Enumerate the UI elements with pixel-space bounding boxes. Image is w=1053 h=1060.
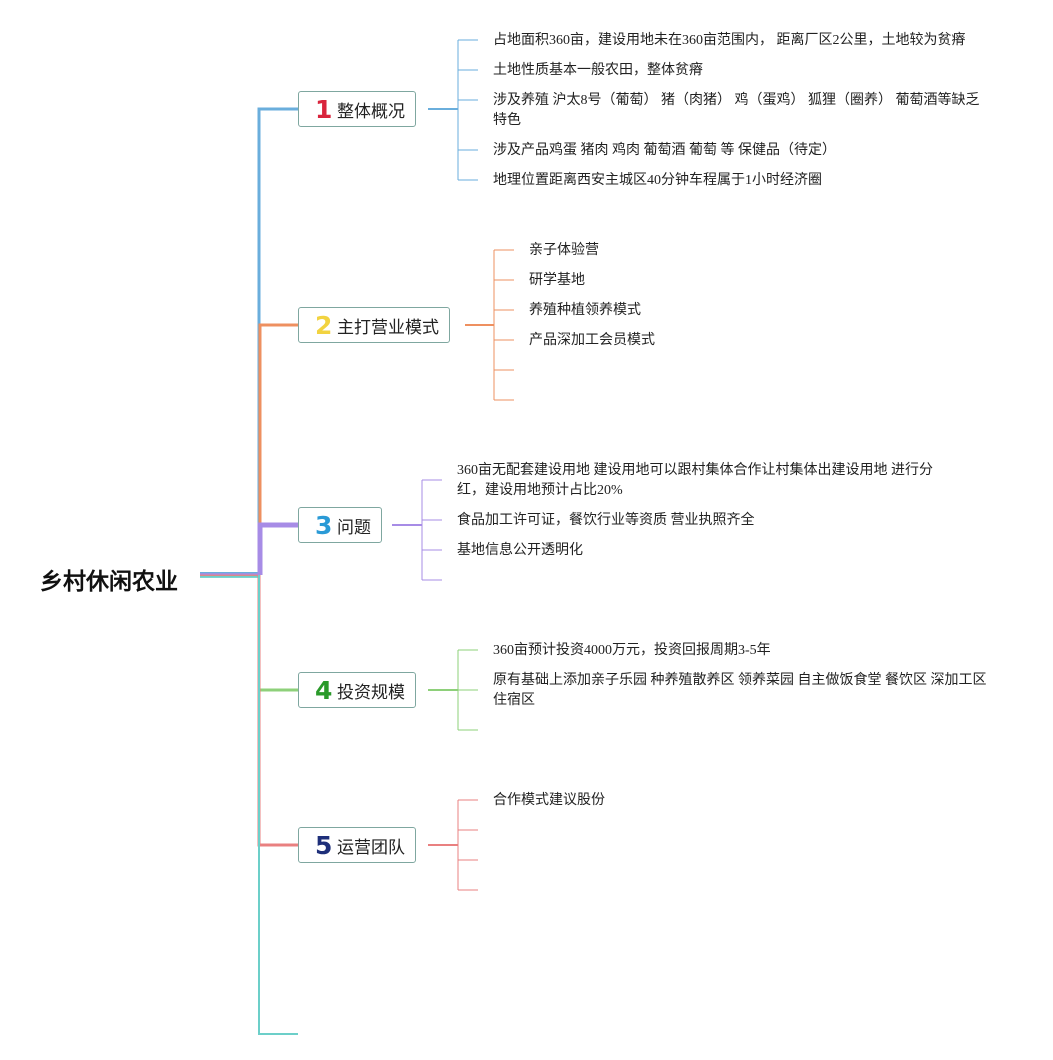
branch-label: 主打营业模式 xyxy=(337,317,439,338)
leaf-item[interactable]: 原有基础上添加亲子乐园 种养殖散养区 领养菜园 自主做饭食堂 餐饮区 深加工区住… xyxy=(493,673,987,708)
trunk-line-5 xyxy=(257,575,298,847)
leaf-item[interactable]: 涉及养殖 沪太8号（葡萄） 猪（肉猪） 鸡（蛋鸡） 狐狸（圈养） 葡萄酒等缺乏特… xyxy=(493,93,980,128)
leaf-item[interactable]: 地理位置距离西安主城区40分钟车程属于1小时经济圈 xyxy=(493,173,822,188)
branch-business-model[interactable]: 2 主打营业模式 xyxy=(298,307,450,343)
branch-problems[interactable]: 3 问题 xyxy=(298,507,382,543)
trunk-line-1 xyxy=(257,107,298,575)
branch-operations-team[interactable]: 5 运营团队 xyxy=(298,827,416,863)
number-5-icon: 5 xyxy=(315,830,333,860)
leaf-item[interactable]: 合作模式建议股份 xyxy=(493,793,605,808)
trunk-line-3 xyxy=(257,522,298,575)
branch-label: 运营团队 xyxy=(337,837,405,858)
branch-investment-scale[interactable]: 4 投资规模 xyxy=(298,672,416,708)
leaf-item[interactable]: 养殖种植领养模式 xyxy=(529,303,641,318)
leaf-item[interactable]: 亲子体验营 xyxy=(529,243,599,258)
leaf-item[interactable]: 360亩无配套建设用地 建设用地可以跟村集体合作让村集体出建设用地 进行分红，建… xyxy=(457,463,933,498)
leaf-item[interactable]: 基地信息公开透明化 xyxy=(457,543,583,558)
branch-label: 问题 xyxy=(337,517,371,538)
root-topic[interactable]: 乡村休闲农业 xyxy=(40,569,178,595)
leaf-item[interactable]: 360亩预计投资4000万元，投资回报周期3-5年 xyxy=(493,643,771,658)
trunk-line-empty xyxy=(258,575,298,1035)
branch-label: 投资规模 xyxy=(337,682,405,703)
number-3-icon: 3 xyxy=(315,510,333,540)
leaf-item[interactable]: 食品加工许可证，餐饮行业等资质 营业执照齐全 xyxy=(457,513,755,528)
branch-overview[interactable]: 1 整体概况 xyxy=(298,91,416,127)
trunk-line-2 xyxy=(258,323,298,575)
leaf-item[interactable]: 土地性质基本一般农田，整体贫瘠 xyxy=(493,63,703,78)
leaf-item[interactable]: 产品深加工会员模式 xyxy=(529,333,655,348)
leaf-item[interactable]: 研学基地 xyxy=(529,273,585,288)
number-2-icon: 2 xyxy=(315,310,333,340)
leaf-item[interactable]: 涉及产品鸡蛋 猪肉 鸡肉 葡萄酒 葡萄 等 保健品（待定） xyxy=(493,143,836,158)
branch-label: 整体概况 xyxy=(337,101,405,122)
leaf-item[interactable]: 占地面积360亩，建设用地未在360亩范围内， 距离厂区2公里，土地较为贫瘠 xyxy=(493,33,966,48)
number-4-icon: 4 xyxy=(315,675,333,705)
trunk-line-4 xyxy=(257,575,298,692)
number-1-icon: 1 xyxy=(315,94,333,124)
